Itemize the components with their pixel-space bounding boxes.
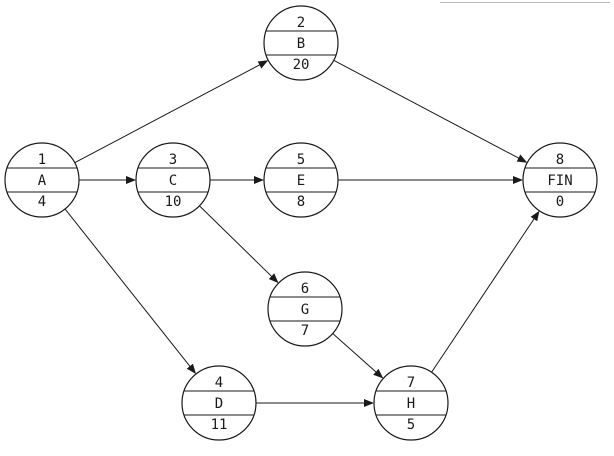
node-circle xyxy=(267,271,343,347)
node-label: B xyxy=(297,36,305,52)
node-circle xyxy=(263,142,339,218)
node-duration: 8 xyxy=(297,194,305,210)
node-duration: 20 xyxy=(293,57,310,73)
edge-6-to-7 xyxy=(332,333,384,379)
node-duration: 11 xyxy=(211,417,228,433)
node-number: 3 xyxy=(169,152,177,168)
node-number: 6 xyxy=(301,281,309,297)
node-duration: 7 xyxy=(301,323,309,339)
edge-1-to-2 xyxy=(74,60,269,164)
node-label: H xyxy=(407,396,415,412)
node-2: 2B 20 xyxy=(263,5,339,81)
node-number: 7 xyxy=(407,375,415,391)
node-4: 4D 11 xyxy=(181,365,257,441)
node-label: FIN xyxy=(547,173,572,189)
node-label: G xyxy=(301,302,309,318)
node-3: 3C 10 xyxy=(135,142,211,218)
node-7: 7H 5 xyxy=(373,365,449,441)
node-label: D xyxy=(215,396,223,412)
node-duration: 10 xyxy=(165,194,182,210)
node-number: 4 xyxy=(215,375,223,391)
node-circle xyxy=(263,5,339,81)
node-number: 1 xyxy=(38,152,46,168)
node-number: 8 xyxy=(556,152,564,168)
edges xyxy=(64,59,540,407)
node-circle xyxy=(181,365,257,441)
node-6: 6G 7 xyxy=(267,271,343,347)
node-circle xyxy=(4,142,80,218)
node-number: 2 xyxy=(297,15,305,31)
node-duration: 5 xyxy=(407,417,415,433)
node-circle xyxy=(373,365,449,441)
node-5: 5E 8 xyxy=(263,142,339,218)
node-duration: 4 xyxy=(38,194,46,210)
edge-3-to-6 xyxy=(199,205,279,284)
node-circle xyxy=(135,142,211,218)
node-label: A xyxy=(38,173,47,189)
node-number: 5 xyxy=(297,152,305,168)
node-circle xyxy=(522,142,598,218)
edge-7-to-8 xyxy=(431,210,540,373)
node-1: 1A 4 xyxy=(4,142,80,218)
node-label: E xyxy=(297,173,305,189)
edge-1-to-4 xyxy=(64,208,196,375)
node-duration: 0 xyxy=(556,194,564,210)
node-label: C xyxy=(169,173,177,189)
top-rule xyxy=(440,2,610,3)
edge-2-to-8 xyxy=(333,59,528,163)
